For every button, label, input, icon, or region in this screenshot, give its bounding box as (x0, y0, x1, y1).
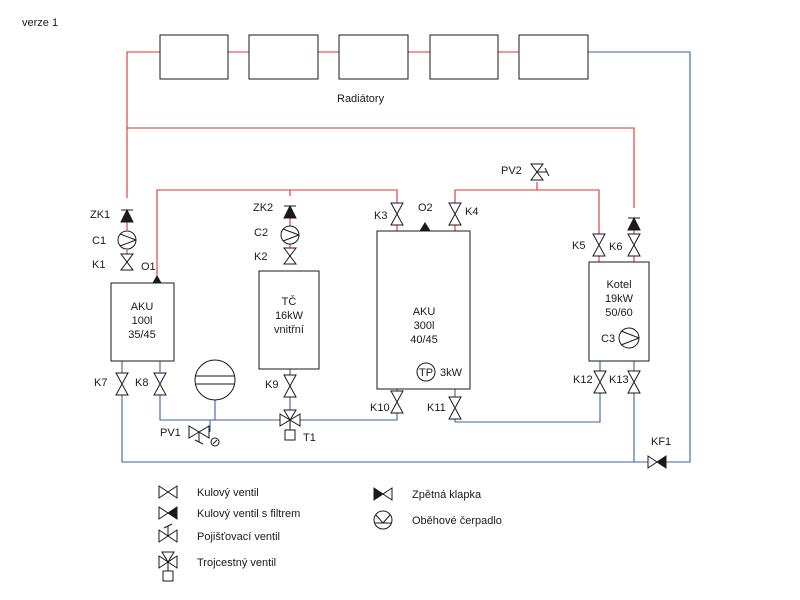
zk1-check-valve-icon (120, 208, 134, 223)
aku300-line1: AKU (413, 306, 436, 318)
label-k5: K5 (572, 240, 585, 252)
label-c2: C2 (254, 227, 268, 239)
label-k3: K3 (374, 210, 387, 222)
label-k2: K2 (254, 251, 267, 263)
legend-ball-valve-filter-icon (158, 506, 178, 520)
expansion-vessel-icon (194, 359, 236, 401)
aku100-line2: 100l (132, 315, 153, 327)
kotel-line3: 50/60 (605, 307, 633, 319)
k6-check-valve-icon (627, 216, 641, 231)
aku100-line1: AKU (131, 301, 154, 313)
label-k9: K9 (265, 379, 278, 391)
legend-text: Oběhové čerpadlo (412, 515, 502, 527)
o1-vent-icon (152, 274, 162, 284)
legend: Kulový ventil Kulový ventil s filtrem Po… (158, 485, 502, 582)
legend-text: Zpětná klapka (412, 489, 482, 501)
label-pv1: PV1 (160, 427, 181, 439)
k2-valve-icon (283, 247, 297, 257)
label-k12: K12 (573, 374, 593, 386)
k3-valve-icon (390, 202, 404, 216)
kf1-filter-valve-icon (647, 455, 667, 469)
k6-valve-icon (627, 233, 641, 247)
legend-text: Trojcestný ventil (197, 557, 276, 569)
ball-valves (115, 202, 641, 420)
label-k13: K13 (609, 374, 629, 386)
label-k4: K4 (465, 206, 478, 218)
label-c3: C3 (601, 333, 615, 345)
k11-valve-icon (448, 396, 462, 410)
k1-valve-icon (120, 253, 134, 263)
legend-pump-icon (373, 510, 393, 530)
version-label: verze 1 (22, 17, 58, 29)
t1-three-way-valve-icon (279, 409, 301, 441)
aku-300-tank (376, 230, 471, 390)
aku100-line3: 35/45 (128, 329, 156, 341)
o2-vent-icon (419, 222, 431, 232)
k12-valve-icon (593, 370, 607, 384)
k9-valve-icon (283, 374, 297, 388)
label-c1: C1 (92, 235, 106, 247)
aku-100-tank (110, 282, 175, 362)
kotel-line2: 19kW (605, 293, 634, 305)
kotel-boiler (588, 261, 650, 362)
aku300-line2: 300l (414, 320, 435, 332)
legend-ball-valve-icon (158, 485, 178, 499)
label-k11: K11 (427, 402, 446, 414)
radiator (338, 34, 409, 80)
label-zk2: ZK2 (253, 202, 273, 214)
tc-line1: TČ (282, 295, 297, 308)
return-pipes (121, 51, 691, 463)
pv2-safety-valve-icon (530, 163, 550, 181)
tp-power: 3kW (440, 367, 463, 379)
k8-valve-icon (153, 372, 167, 386)
k5-valve-icon (592, 233, 606, 247)
c1-pump-icon (117, 230, 137, 250)
c2-pump-icon (280, 225, 300, 245)
k13-valve-icon (627, 370, 641, 384)
tp-label: TP (419, 367, 433, 379)
c3-pump-icon (618, 327, 640, 349)
radiator (518, 34, 589, 80)
k10-valve-icon (390, 390, 404, 404)
legend-three-way-valve-icon (158, 551, 178, 582)
legend-text: Kulový ventil s filtrem (197, 508, 300, 520)
legend-check-valve-icon (373, 487, 393, 501)
label-k8: K8 (135, 377, 148, 389)
label-k6: K6 (609, 241, 622, 253)
radiator (159, 34, 229, 80)
label-kf1: KF1 (651, 436, 671, 448)
tc-line3: vnitřní (274, 324, 304, 336)
zk2-check-valve-icon (283, 204, 297, 219)
legend-safety-valve-icon (158, 523, 178, 543)
k7-valve-icon (115, 372, 129, 386)
radiator (248, 34, 319, 80)
k4-valve-icon (448, 202, 462, 216)
label-o2: O2 (418, 202, 433, 214)
aku300-line3: 40/45 (410, 334, 438, 346)
label-k1: K1 (92, 259, 105, 271)
label-o1: O1 (141, 261, 156, 273)
radiator (429, 34, 499, 80)
supply-pipes (126, 51, 635, 278)
kotel-line1: Kotel (606, 279, 631, 291)
radiators (159, 34, 589, 80)
label-pv2: PV2 (501, 165, 522, 177)
radiators-label: Radiátory (337, 93, 385, 105)
label-zk1: ZK1 (90, 209, 110, 221)
tc-line2: 16kW (275, 310, 304, 322)
label-k7: K7 (94, 377, 107, 389)
pv1-safety-valve-icon (188, 425, 220, 447)
tp-circle (416, 362, 436, 382)
label-k10: K10 (370, 402, 390, 414)
tc-heat-pump (258, 270, 320, 370)
legend-text: Pojišťovací ventil (197, 531, 280, 543)
label-t1: T1 (303, 432, 316, 444)
legend-text: Kulový ventil (197, 487, 259, 499)
